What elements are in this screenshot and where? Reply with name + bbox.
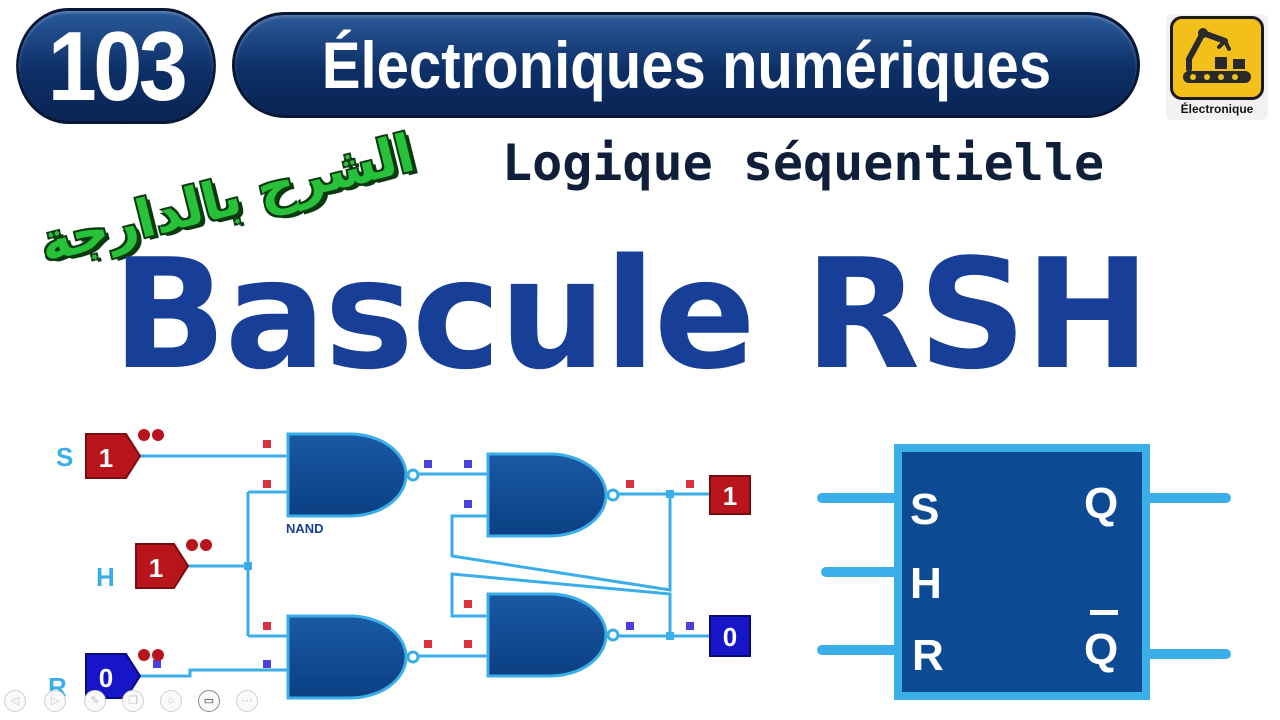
input-s[interactable]: 1: [85, 429, 164, 479]
input-s-value: 1: [99, 443, 113, 473]
qbar-overline: [1090, 610, 1118, 615]
nand-gate-1: [286, 432, 420, 518]
course-title: Électroniques numériques: [321, 28, 1051, 102]
input-r-value: 0: [99, 663, 113, 693]
pin-q-label: Q: [1084, 479, 1118, 528]
nand-gate-2: [286, 614, 420, 700]
rsh-block-symbol: S H R Q Q: [817, 444, 1231, 700]
lesson-title: Bascule RSH: [112, 226, 1172, 403]
input-s-label: S: [56, 442, 73, 472]
pin-s-label: S: [910, 485, 939, 534]
nand-gate-3: [486, 452, 620, 538]
more-icon[interactable]: ⋯: [236, 690, 258, 712]
copy-icon[interactable]: ❐: [122, 690, 144, 712]
wires: [138, 454, 710, 678]
output-qbar: 0: [709, 615, 751, 657]
prev-icon[interactable]: ◁: [4, 690, 26, 712]
camera-icon[interactable]: ▭: [198, 690, 220, 712]
channel-logo: Électronique: [1166, 14, 1268, 120]
pin-r-label: R: [912, 631, 944, 680]
pin-h-label: H: [910, 559, 942, 608]
pin-markers: [153, 440, 694, 668]
nand-gate-4: [486, 592, 620, 678]
course-title-banner: Électroniques numériques: [232, 12, 1140, 118]
episode-number: 103: [47, 10, 188, 121]
input-r[interactable]: 0: [85, 649, 164, 699]
input-h-label: H: [96, 562, 115, 592]
lesson-title-text: Bascule RSH: [112, 226, 1151, 403]
pin-qbar-label: Q: [1084, 625, 1118, 674]
input-h-value: 1: [149, 553, 163, 583]
output-q-value: 1: [723, 481, 737, 511]
chapter-subtitle: Logique séquentielle: [502, 134, 1105, 192]
pen-icon[interactable]: ✎: [84, 690, 106, 712]
robot-arm-icon: [1170, 16, 1264, 100]
nand-gate-label: NAND: [286, 521, 324, 536]
output-qbar-value: 0: [723, 622, 737, 652]
episode-number-badge: 103: [16, 8, 216, 124]
play-icon[interactable]: ▷: [44, 690, 66, 712]
rsh-flipflop-diagram: NAND 1 S 1 H 0 R 1: [48, 429, 1231, 702]
input-h[interactable]: 1: [135, 539, 212, 589]
logo-label: Électronique: [1180, 102, 1254, 116]
zoom-icon[interactable]: ○: [160, 690, 182, 712]
output-q: 1: [709, 475, 751, 515]
